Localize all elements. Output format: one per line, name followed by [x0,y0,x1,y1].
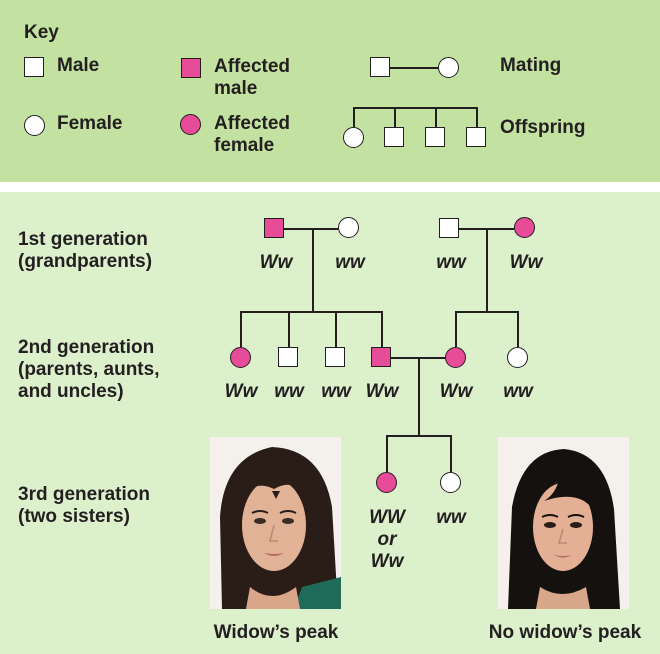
offspring-male-icon [384,127,404,147]
gen2-left-sibship-line [240,311,382,313]
gen1-grandfather-left [264,218,284,238]
gen3-sister-widows-peak [376,472,397,493]
gen1-genotype: ww [436,252,466,273]
offspring-drop [476,107,478,127]
gen3-genotype: ww [436,507,466,528]
gen2-aunt [230,347,251,368]
gen1-genotype: ww [335,252,365,273]
gen2-genotype: ww [503,381,533,402]
gen2-drop [381,311,383,347]
female-symbol-icon [24,115,45,136]
gen2-genotype: ww [274,381,304,402]
gen2-genotype: Ww [224,381,258,402]
key-male-label: Male [57,55,100,76]
offspring-drop [435,107,437,127]
gen3-sister-no-widows-peak [440,472,461,493]
key-offspring-label: Offspring [500,117,586,138]
no-widows-peak-caption: No widow’s peak [488,622,642,643]
gen2-right-sibship-line [455,311,518,313]
male-symbol-icon [24,57,44,77]
offspring-drop [394,107,396,127]
gen2-genotype: ww [321,381,351,402]
gen1-genotype: Ww [509,252,543,273]
gen2-uncle [278,347,298,367]
gen1-label: 1st generation (grandparents) [18,229,153,272]
gen1-genotype: Ww [259,252,293,273]
gen1-left-descent-line [312,228,314,311]
key-affected-female-label: Affected female [214,113,291,156]
offspring-female-icon [343,127,364,148]
gen3-sibship-line [386,435,451,437]
gen2-drop [240,311,242,347]
offspring-male-icon [466,127,486,147]
key-female-label: Female [57,113,123,134]
gen1-left-mating-line [284,228,338,230]
gen2-father [371,347,391,367]
gen2-mother [445,347,466,368]
gen2-label: 2nd generation (parents, aunts, and uncl… [18,337,160,402]
gen1-grandmother-right [514,217,535,238]
gen2-genotype: Ww [365,381,399,402]
key-affected-male-label: Affected male [214,56,291,99]
offspring-bar [353,107,476,109]
gen3-label: 3rd generation (two sisters) [18,484,150,527]
mating-line [390,67,438,69]
key-title: Key [24,22,59,43]
key-panel [0,0,660,182]
no-widows-peak-photo [498,437,629,609]
mating-male-icon [370,57,390,77]
gen1-right-descent-line [486,228,488,311]
gen3-drop [450,435,452,472]
gen1-grandfather-right [439,218,459,238]
affected-female-symbol-icon [180,114,201,135]
gen2-aunt [507,347,528,368]
gen3-drop [386,435,388,472]
gen2-uncle [325,347,345,367]
offspring-drop [353,107,355,127]
mating-female-icon [438,57,459,78]
gen2-drop [288,311,290,347]
gen2-genotype: Ww [439,381,473,402]
gen2-drop [335,311,337,347]
offspring-male-icon [425,127,445,147]
gen2-drop [455,311,457,347]
widows-peak-caption: Widow’s peak [213,622,339,643]
widows-peak-photo [210,437,341,609]
gen2-drop [517,311,519,347]
gen2-descent-line [418,357,420,435]
gen1-grandmother-left [338,217,359,238]
affected-male-symbol-icon [181,58,201,78]
gen3-genotype: WW or Ww [369,507,405,572]
key-mating-label: Mating [500,55,562,76]
